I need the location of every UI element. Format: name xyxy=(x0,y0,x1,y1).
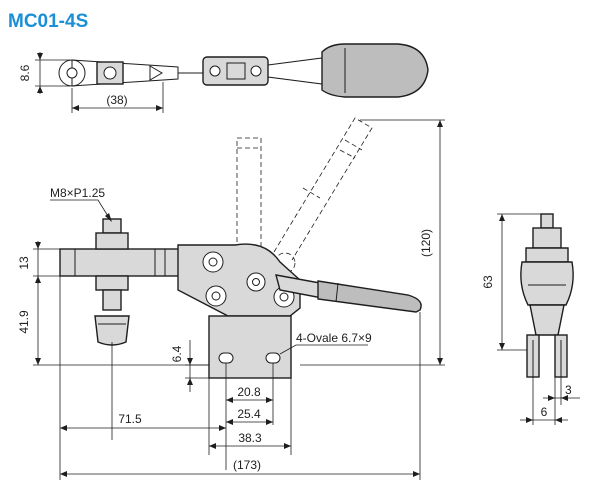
side-small-dim-label: 3 xyxy=(565,383,572,397)
side-spindle-top xyxy=(540,213,554,229)
front-view: M8×P1.25 13 41.9 6.4 (120) 4-Ovale 6.7×9 xyxy=(17,117,445,480)
side-body xyxy=(520,261,574,306)
base-length-label: 38.3 xyxy=(238,431,262,445)
hole-pitch-b-label: 25.4 xyxy=(237,407,261,421)
side-width-label: 6 xyxy=(541,405,548,419)
spindle-rubber-tip xyxy=(94,315,130,346)
base-plate xyxy=(208,315,292,379)
spindle-reach-label: 71.5 xyxy=(118,412,142,426)
oval-slot-left xyxy=(218,352,234,364)
clamp-arm xyxy=(59,248,191,277)
top-length-label: (38) xyxy=(106,93,127,107)
oval-slot-right xyxy=(265,352,281,364)
spindle-top xyxy=(102,218,122,234)
spindle-shaft xyxy=(102,289,122,311)
hole-pitch-a-label: 20.8 xyxy=(237,385,261,399)
spindle-below-label: 41.9 xyxy=(17,310,31,334)
front-handle-grip xyxy=(317,280,422,313)
arm-height-label: 13 xyxy=(17,256,31,270)
total-height-label: (120) xyxy=(419,229,433,257)
top-width-label: 8.6 xyxy=(18,64,32,81)
side-view: 63 3 6 xyxy=(481,213,580,425)
slot-label: 4-Ovale 6.7×9 xyxy=(296,331,372,345)
overall-length-label: (173) xyxy=(233,458,261,472)
base-offset-label: 6.4 xyxy=(170,345,184,362)
top-view: 8.6 (38) xyxy=(18,43,429,113)
drawing-title: MC01-4S xyxy=(8,11,88,32)
thread-label: M8×P1.25 xyxy=(50,186,105,200)
side-height-label: 63 xyxy=(481,275,495,289)
top-handle-grip xyxy=(321,43,429,98)
